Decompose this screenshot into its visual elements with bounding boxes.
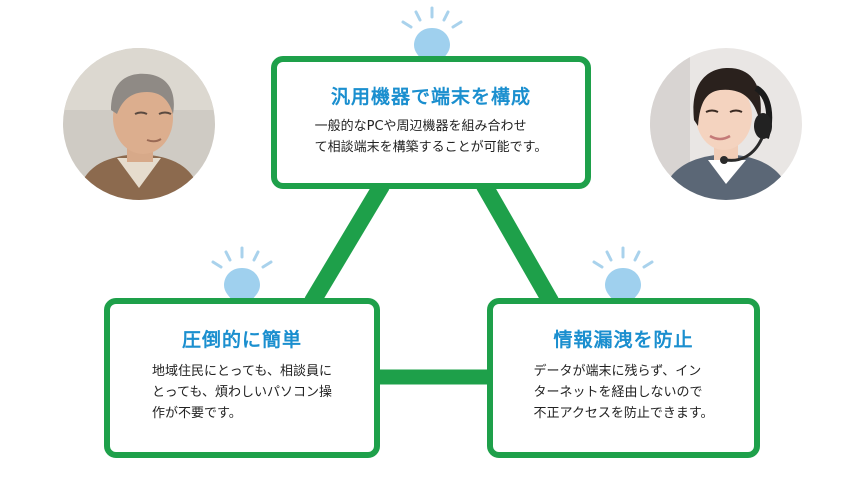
- card-description-line: とっても、煩わしいパソコン操: [152, 385, 332, 400]
- card-title: 圧倒的に簡単: [181, 329, 302, 351]
- card-title: 汎用機器で端末を構成: [330, 86, 531, 108]
- avatar-man: [63, 48, 215, 200]
- card-description: 一般的なPCや周辺機器を組み合わせ て相談端末を構築することが可能です。: [315, 116, 548, 158]
- card-description: データが端末に残らず、イン ターネットを経由しないので 不正アクセスを防止できま…: [533, 361, 713, 424]
- card-description-line: 作が不要です。: [152, 406, 242, 421]
- card-description-line: ターネットを経由しないので: [533, 385, 703, 400]
- card-description-line: 一般的なPCや周辺機器を組み合わせ: [314, 119, 527, 134]
- connector-top-left: [304, 180, 390, 307]
- connector-top-right: [476, 180, 559, 307]
- feature-card-easy: 圧倒的に簡単 地域住民にとっても、相談員に とっても、煩わしいパソコン操 作が不…: [104, 298, 380, 458]
- card-title: 情報漏洩を防止: [553, 329, 694, 351]
- card-description-line: て相談端末を構築することが可能です。: [314, 140, 548, 155]
- feature-card-general-purpose: 汎用機器で端末を構成 一般的なPCや周辺機器を組み合わせ て相談端末を構築するこ…: [271, 56, 591, 189]
- card-description-line: 地域住民にとっても、相談員に: [152, 364, 332, 379]
- feature-card-leak-prevention: 情報漏洩を防止 データが端末に残らず、イン ターネットを経由しないので 不正アク…: [487, 298, 760, 458]
- card-description: 地域住民にとっても、相談員に とっても、煩わしいパソコン操 作が不要です。: [152, 361, 332, 424]
- card-description-line: データが端末に残らず、イン: [533, 364, 702, 379]
- card-description-line: 不正アクセスを防止できます。: [533, 406, 714, 421]
- avatar-woman-headset: [650, 48, 802, 200]
